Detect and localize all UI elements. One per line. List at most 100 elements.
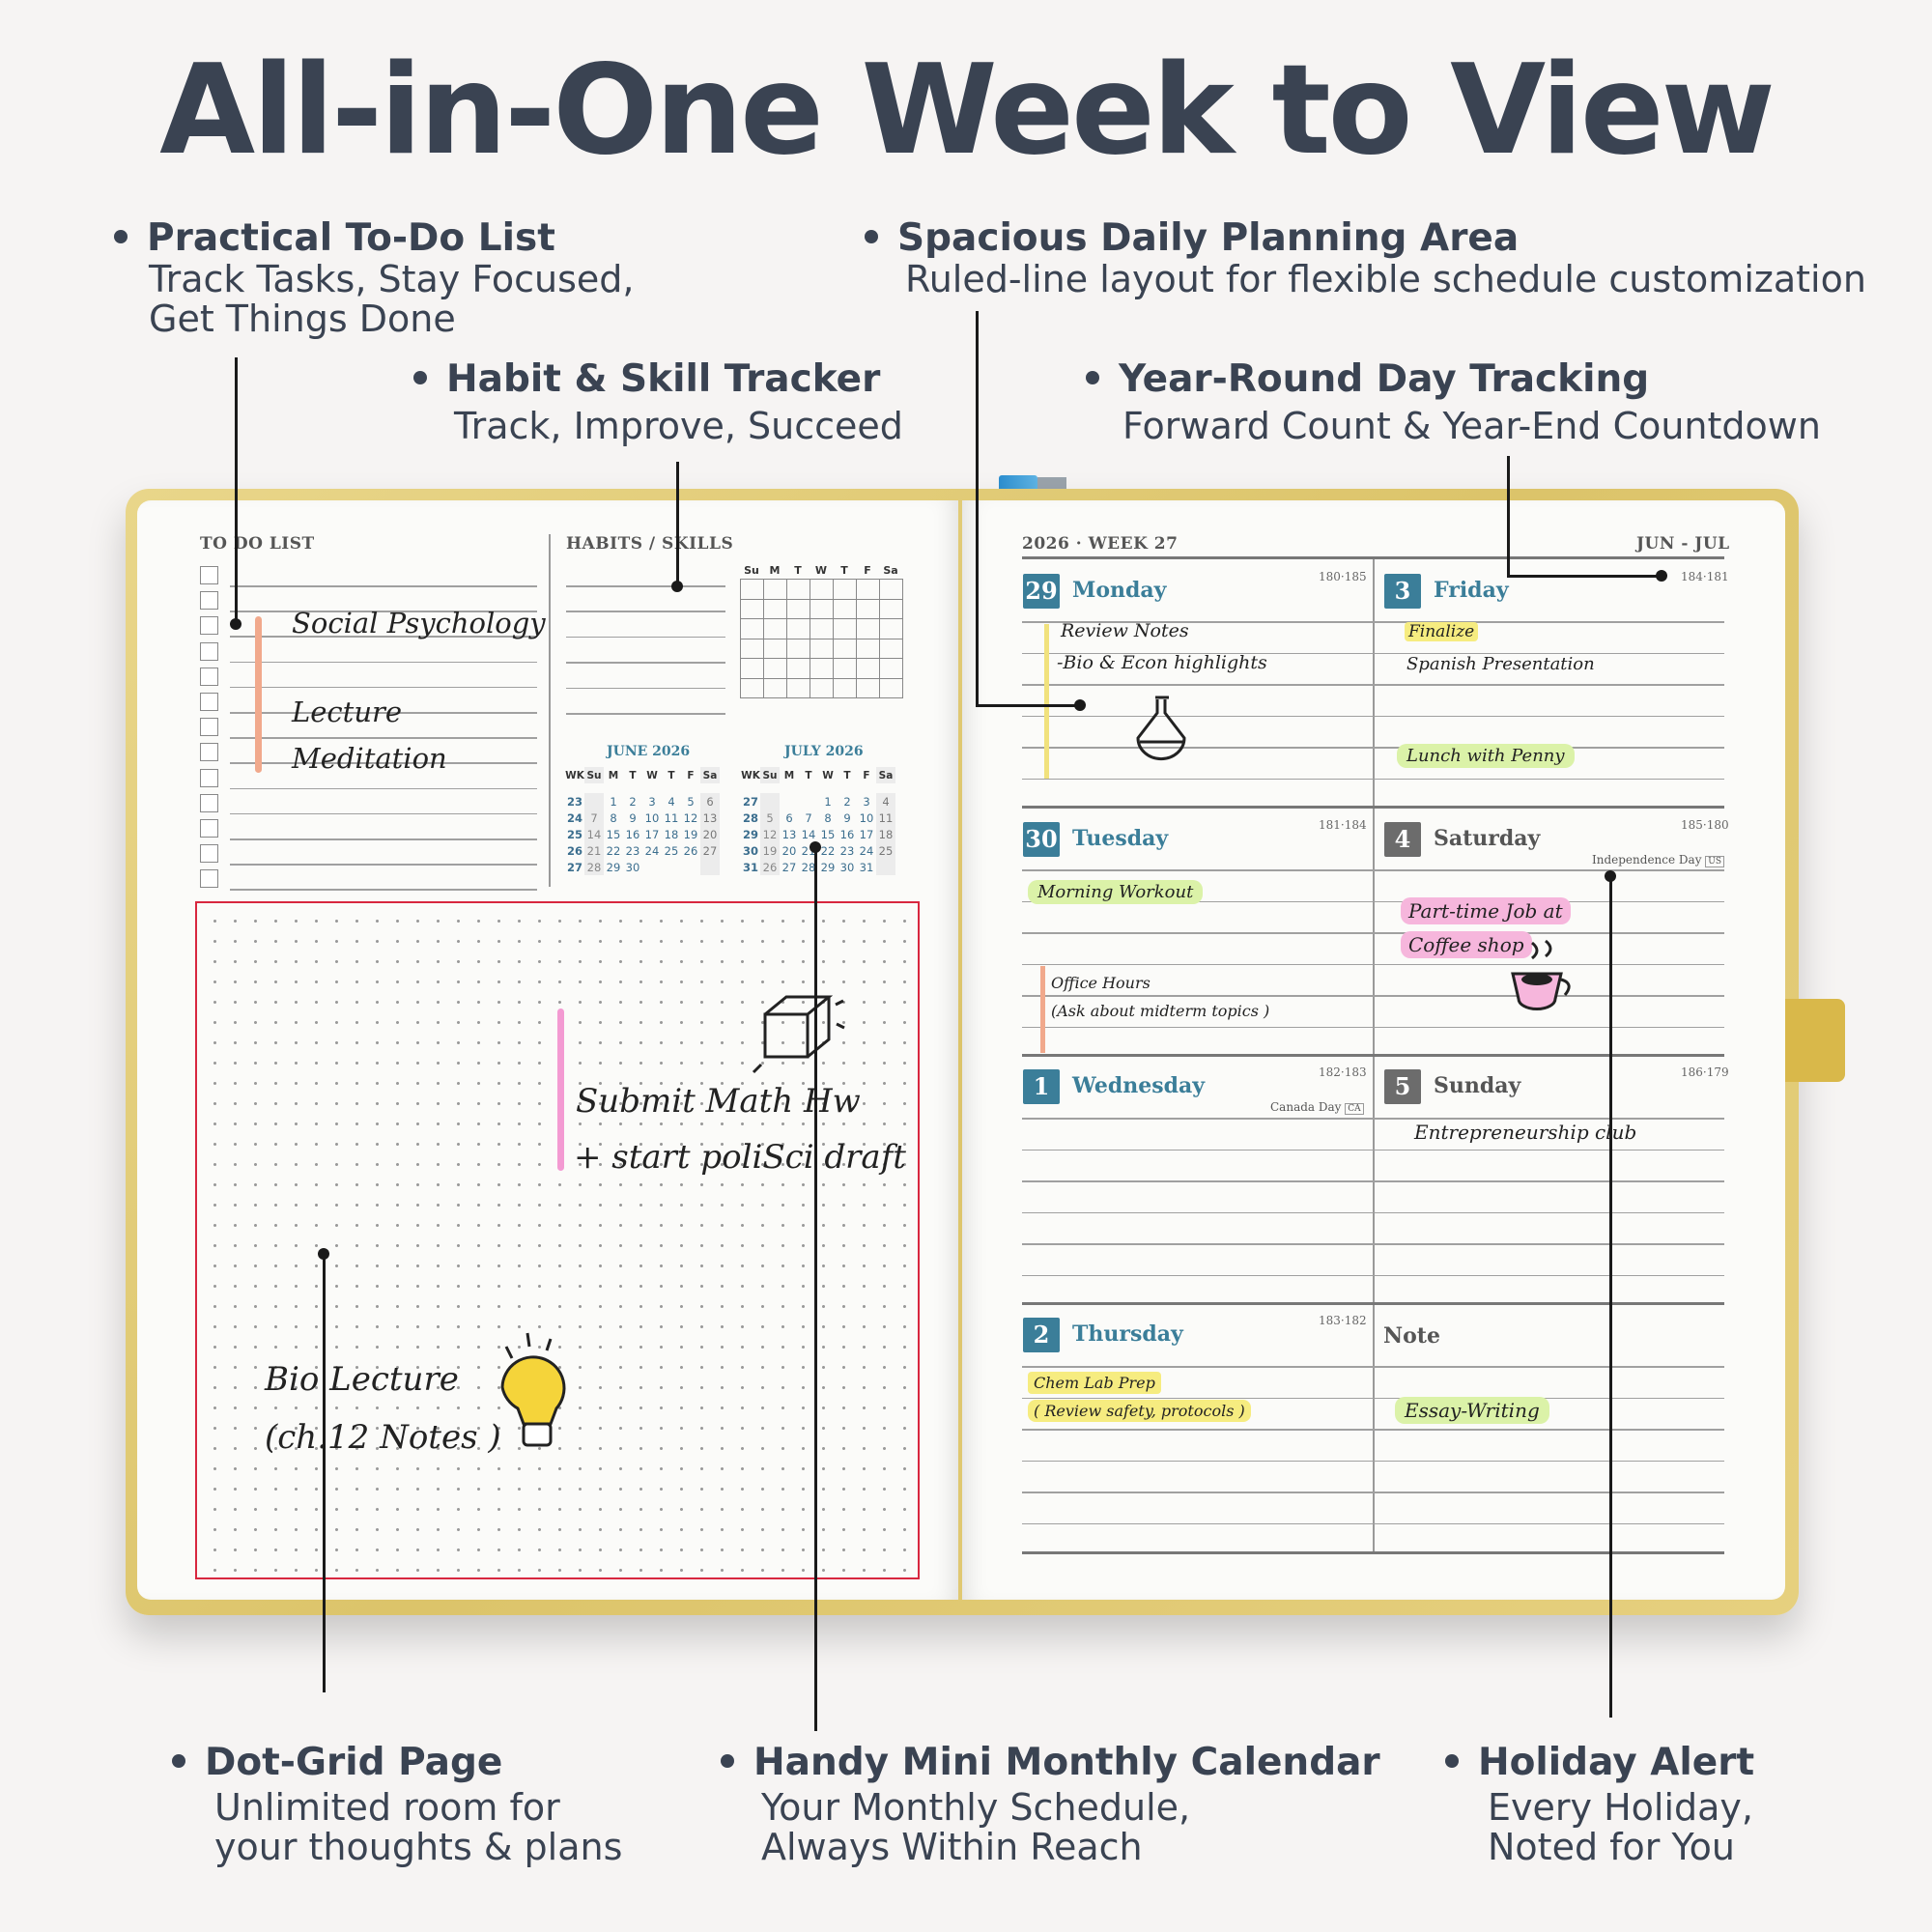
habit-cell[interactable]: [857, 678, 880, 698]
habit-cell[interactable]: [741, 659, 764, 679]
todo-checkbox[interactable]: [200, 844, 218, 864]
calendar-day: [584, 793, 604, 810]
divider: [549, 534, 551, 887]
todo-checkbox[interactable]: [200, 667, 218, 686]
callout-text: Always Within Reach: [761, 1826, 1143, 1868]
calendar-day: 12: [683, 810, 698, 825]
calendar-week-number: 28: [742, 810, 758, 825]
habit-cell[interactable]: [810, 659, 834, 679]
habit-cell[interactable]: [834, 580, 857, 600]
day-number: 29: [1023, 574, 1060, 609]
habit-cell[interactable]: [787, 580, 810, 600]
habit-cell[interactable]: [764, 639, 787, 659]
dotgrid-note: Submit Math Hw: [576, 1082, 861, 1121]
calendar-day: [799, 793, 818, 810]
calendar-day: 16: [839, 827, 855, 841]
habit-cell[interactable]: [741, 619, 764, 639]
day-number: 3: [1384, 574, 1421, 609]
habit-cell[interactable]: [880, 659, 903, 679]
calendar-day: 3: [648, 794, 656, 809]
todo-checkbox[interactable]: [200, 793, 218, 812]
calendar-day: 24: [859, 843, 874, 858]
habit-cell[interactable]: [857, 619, 880, 639]
habit-cell[interactable]: [857, 659, 880, 679]
habit-cell[interactable]: [810, 619, 834, 639]
ruled-line: [1022, 715, 1724, 717]
calendar-day: 28: [584, 859, 604, 875]
habit-cell[interactable]: [741, 580, 764, 600]
holiday-name: Canada Day: [1270, 1100, 1342, 1114]
ruled-line: [1022, 1397, 1724, 1399]
todo-checkbox[interactable]: [200, 566, 218, 584]
habit-cell[interactable]: [880, 619, 903, 639]
todo-checkbox[interactable]: [200, 591, 218, 611]
habit-cell[interactable]: [764, 678, 787, 698]
todo-checkbox[interactable]: [200, 616, 218, 636]
habit-cell[interactable]: [880, 599, 903, 619]
habit-cell[interactable]: [787, 619, 810, 639]
calendar-day: 15: [606, 827, 621, 841]
month-label: JUN - JUL: [1636, 534, 1730, 554]
calendar-day: 20: [700, 826, 720, 842]
calendar-day: 23: [625, 843, 640, 858]
habit-day-label: T: [794, 564, 802, 577]
ruled-line: [1022, 684, 1724, 686]
habit-cell[interactable]: [834, 639, 857, 659]
calendar-header: WK: [565, 769, 584, 781]
habit-cell[interactable]: [810, 599, 834, 619]
todo-checkbox[interactable]: [200, 768, 218, 787]
habit-cell[interactable]: [764, 599, 787, 619]
calendar-day: [876, 859, 895, 875]
todo-checkbox[interactable]: [200, 693, 218, 711]
habit-line: [566, 713, 725, 715]
habit-cell[interactable]: [834, 619, 857, 639]
habit-cell[interactable]: [741, 678, 764, 698]
holiday-tag: CA: [1345, 1103, 1364, 1115]
mini-calendar-title: JULY 2026: [784, 744, 864, 759]
calendar-week-number: 27: [742, 794, 758, 809]
habit-cell[interactable]: [764, 659, 787, 679]
habit-line: [566, 636, 725, 639]
habit-cell[interactable]: [741, 639, 764, 659]
habit-cell[interactable]: [834, 659, 857, 679]
ruled-line: [1022, 1054, 1724, 1057]
habit-cell[interactable]: [880, 639, 903, 659]
habit-cell[interactable]: [857, 580, 880, 600]
habit-cell[interactable]: [857, 639, 880, 659]
todo-item: Meditation: [292, 742, 447, 775]
todo-checkbox[interactable]: [200, 718, 218, 737]
habit-cell[interactable]: [764, 619, 787, 639]
todo-checkbox[interactable]: [200, 819, 218, 838]
habit-cell[interactable]: [787, 599, 810, 619]
todo-checkbox[interactable]: [200, 641, 218, 661]
callout-text: Track Tasks, Stay Focused,: [149, 258, 635, 300]
habit-line: [566, 611, 725, 612]
habit-cell[interactable]: [787, 678, 810, 698]
calendar-week-number: 27: [566, 860, 582, 874]
habit-cell[interactable]: [810, 639, 834, 659]
ruled-line: [1022, 1149, 1724, 1151]
habit-cell[interactable]: [787, 639, 810, 659]
todo-checkbox[interactable]: [200, 743, 218, 762]
habit-cell[interactable]: [834, 678, 857, 698]
day-count: 184·181: [1681, 570, 1729, 583]
habit-cell[interactable]: [741, 599, 764, 619]
habit-cell[interactable]: [857, 599, 880, 619]
habit-cell[interactable]: [880, 580, 903, 600]
calendar-day: 14: [801, 827, 816, 841]
habit-cell[interactable]: [764, 580, 787, 600]
day-note: Entrepreneurship club: [1414, 1121, 1637, 1144]
habit-cell[interactable]: [787, 659, 810, 679]
todo-checkbox[interactable]: [200, 869, 218, 889]
habit-cell[interactable]: [880, 678, 903, 698]
habit-cell[interactable]: [834, 599, 857, 619]
calendar-day: 15: [820, 827, 836, 841]
ruled-line: [1022, 1522, 1724, 1524]
habit-cell[interactable]: [810, 580, 834, 600]
bullet-icon: [1086, 370, 1099, 384]
holiday-name: Independence Day: [1592, 853, 1702, 867]
habit-cell[interactable]: [810, 678, 834, 698]
calendar-header: W: [822, 769, 834, 781]
day-number: 4: [1384, 822, 1421, 857]
calendar-day: 9: [629, 810, 637, 825]
